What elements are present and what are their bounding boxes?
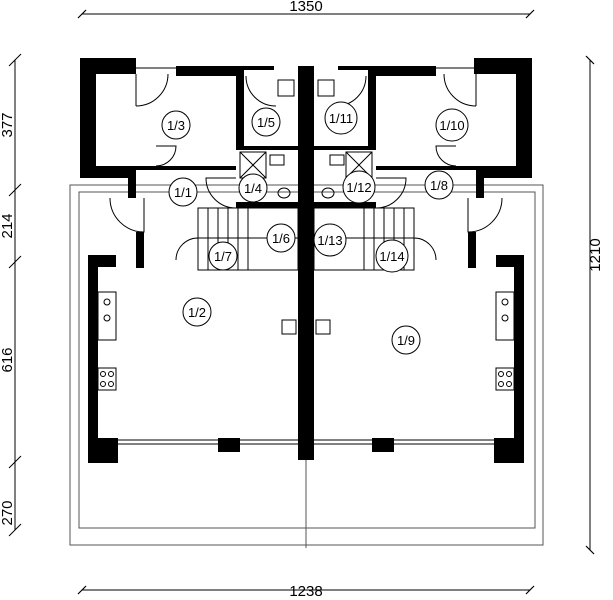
walls bbox=[80, 58, 532, 463]
kitchen-units bbox=[97, 291, 515, 391]
room-1-12: 1/12 bbox=[342, 170, 376, 204]
dimension-lines bbox=[8, 9, 595, 595]
svg-text:1/13: 1/13 bbox=[317, 233, 342, 248]
room-1-14: 1/14 bbox=[375, 239, 409, 273]
room-1-10: 1/10 bbox=[435, 108, 469, 142]
svg-text:1/1: 1/1 bbox=[174, 185, 192, 200]
svg-text:1/12: 1/12 bbox=[346, 180, 371, 195]
svg-text:1/10: 1/10 bbox=[439, 118, 464, 133]
room-labels: 1/1 1/2 1/3 1/4 1/5 1/6 1/7 1/8 1/9 1/10… bbox=[161, 101, 469, 355]
room-1-8: 1/8 bbox=[424, 170, 454, 200]
dimension-right: 1210 bbox=[587, 238, 604, 271]
dimension-bottom: 1238 bbox=[289, 583, 322, 600]
room-1-11: 1/11 bbox=[324, 101, 358, 135]
room-1-4: 1/4 bbox=[238, 173, 268, 203]
windows bbox=[118, 67, 494, 445]
svg-text:1/9: 1/9 bbox=[397, 333, 415, 348]
svg-text:1/7: 1/7 bbox=[214, 249, 232, 264]
svg-text:1/11: 1/11 bbox=[329, 111, 353, 126]
room-1-6: 1/6 bbox=[266, 223, 296, 253]
room-1-3: 1/3 bbox=[161, 110, 191, 140]
svg-text:1/2: 1/2 bbox=[188, 305, 206, 320]
svg-text:1/6: 1/6 bbox=[272, 231, 290, 246]
svg-text:1/5: 1/5 bbox=[257, 115, 275, 130]
room-1-13: 1/13 bbox=[313, 223, 347, 257]
svg-text:1/14: 1/14 bbox=[379, 249, 404, 264]
room-1-1: 1/1 bbox=[168, 177, 198, 207]
svg-text:1/4: 1/4 bbox=[244, 181, 262, 196]
svg-text:1/3: 1/3 bbox=[167, 118, 185, 133]
dimension-left-3: 616 bbox=[0, 347, 16, 372]
svg-text:1/8: 1/8 bbox=[430, 178, 448, 193]
dimension-left-4: 270 bbox=[0, 500, 16, 525]
room-1-5: 1/5 bbox=[251, 107, 281, 137]
dimension-left-1: 377 bbox=[0, 112, 16, 137]
dimension-top: 1350 bbox=[289, 0, 322, 15]
dimension-left-2: 214 bbox=[0, 213, 16, 238]
room-1-2: 1/2 bbox=[182, 297, 212, 327]
room-1-9: 1/9 bbox=[391, 325, 421, 355]
room-1-7: 1/7 bbox=[208, 241, 238, 271]
